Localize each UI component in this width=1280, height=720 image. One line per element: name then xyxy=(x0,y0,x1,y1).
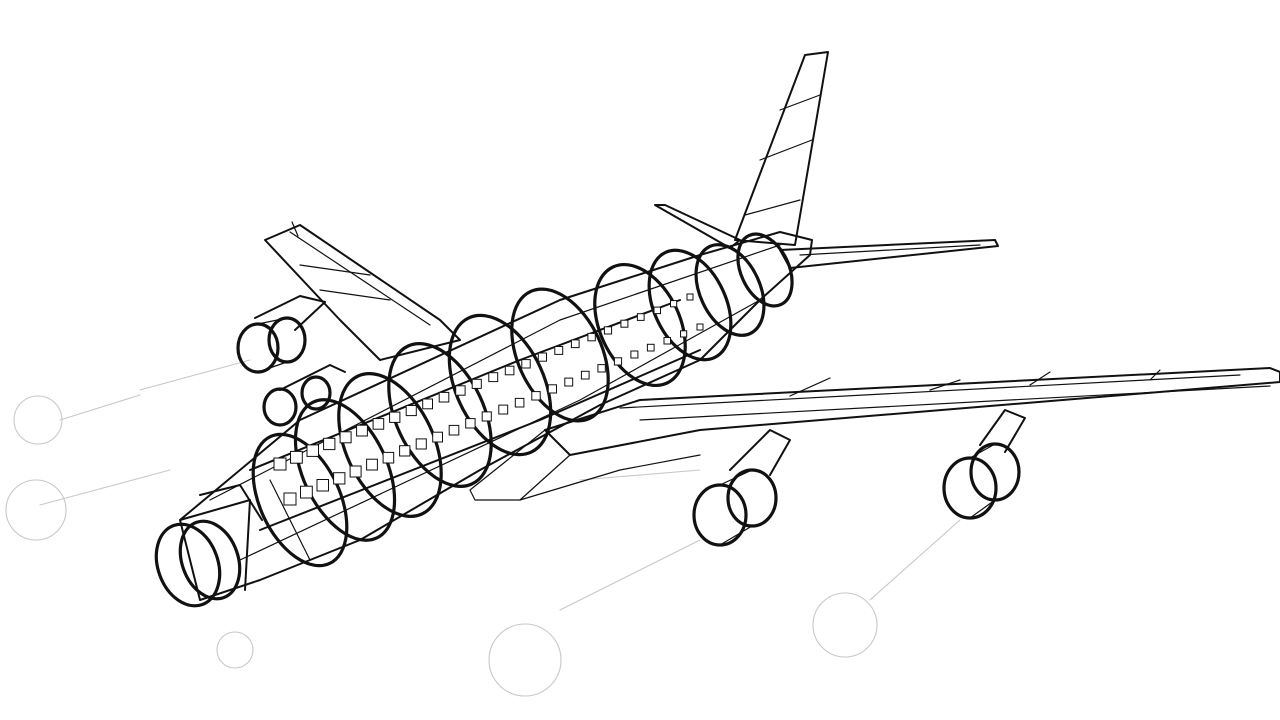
seat-block xyxy=(399,445,411,457)
seat-block xyxy=(570,339,580,349)
seat-block xyxy=(504,365,515,376)
seat-block xyxy=(389,411,401,423)
seat-block xyxy=(564,377,574,387)
seat-block xyxy=(448,424,460,436)
seat-block xyxy=(646,343,655,352)
seat-block xyxy=(471,378,482,389)
seat-block xyxy=(356,424,368,437)
seat-block xyxy=(422,398,434,410)
seat-block xyxy=(580,370,590,380)
seat-block xyxy=(283,492,297,506)
tail-assembly xyxy=(654,51,999,269)
seat-block xyxy=(349,465,362,478)
seat-block xyxy=(465,418,476,429)
seat-block xyxy=(680,330,688,338)
seat-block xyxy=(273,457,287,471)
engine-left-outer xyxy=(236,295,326,374)
seat-block xyxy=(290,450,303,464)
seat-block xyxy=(653,306,661,315)
passenger-seat-rows xyxy=(273,293,704,506)
seat-block xyxy=(597,364,606,373)
motion-ghost-lines xyxy=(5,359,961,697)
seat-block xyxy=(306,444,319,457)
seat-block xyxy=(432,431,444,443)
seat-block xyxy=(547,384,557,394)
seat-block xyxy=(587,332,596,342)
seat-block xyxy=(455,385,466,396)
seat-block xyxy=(670,300,678,308)
seat-block xyxy=(537,352,547,362)
right-wing xyxy=(469,367,1280,501)
seat-block xyxy=(382,451,395,464)
seat-block xyxy=(333,472,346,485)
seat-block xyxy=(366,458,378,471)
seat-block xyxy=(316,479,329,492)
seat-block xyxy=(630,350,639,359)
seat-block xyxy=(300,485,313,499)
seat-block xyxy=(603,326,613,335)
left-wing xyxy=(264,221,461,361)
seat-block xyxy=(415,438,427,450)
seat-block xyxy=(620,319,629,328)
seat-block xyxy=(696,323,704,331)
seat-block xyxy=(372,418,385,430)
seat-block xyxy=(438,391,450,403)
seat-block xyxy=(686,293,694,301)
engine-left-inner xyxy=(262,364,346,427)
seat-block xyxy=(339,431,352,444)
seat-block xyxy=(514,397,525,408)
seat-block xyxy=(663,337,671,345)
seat-block xyxy=(531,391,541,401)
seat-block xyxy=(613,357,623,366)
seat-block xyxy=(488,372,499,383)
seat-block xyxy=(405,405,417,417)
seat-block xyxy=(554,346,564,355)
engine-right-outer xyxy=(942,409,1026,520)
seat-block xyxy=(498,404,509,415)
seat-block xyxy=(521,359,531,369)
seat-block xyxy=(636,313,645,321)
seat-block xyxy=(481,411,492,422)
engine-right-inner xyxy=(692,429,791,547)
seat-block xyxy=(323,437,336,451)
